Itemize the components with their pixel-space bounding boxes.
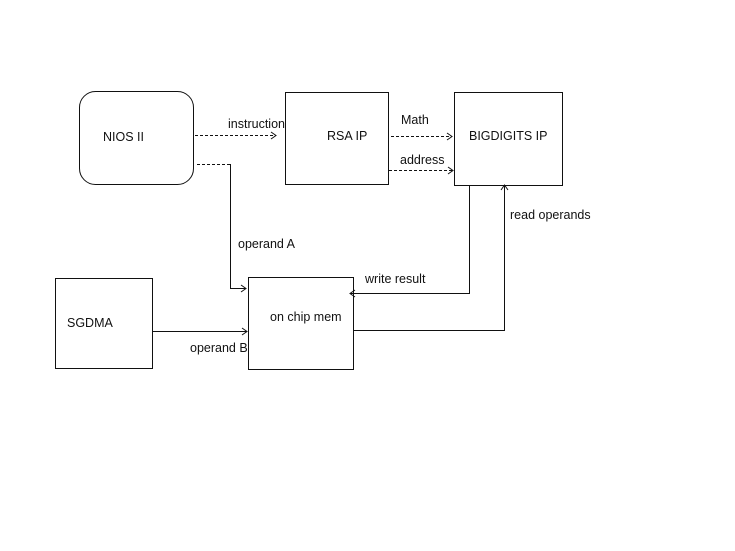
onchip-label: on chip mem: [270, 310, 342, 324]
sgdma-block: SGDMA: [55, 278, 153, 369]
rsa-label: RSA IP: [327, 129, 367, 143]
instruction-label: instruction: [228, 117, 285, 131]
operand-b-arrow: operand B: [152, 327, 248, 355]
sgdma-label: SGDMA: [67, 316, 114, 330]
operand-a-label: operand A: [238, 237, 296, 251]
operand-b-label: operand B: [190, 341, 248, 355]
instruction-arrow: instruction: [195, 117, 285, 140]
operand-a-arrow: operand A: [197, 164, 296, 293]
address-arrow: address: [389, 153, 454, 175]
math-arrow: Math: [391, 113, 453, 141]
bigdigits-label: BIGDIGITS IP: [469, 129, 548, 143]
rsa-block: RSA IP: [285, 92, 389, 185]
read-operands-label: read operands: [510, 208, 591, 222]
bigdigits-block: BIGDIGITS IP: [454, 92, 563, 186]
nios-label: NIOS II: [103, 130, 144, 144]
nios-block: NIOS II: [79, 91, 194, 185]
math-label: Math: [401, 113, 429, 127]
read-operands-arrow: read operands: [353, 184, 591, 331]
onchip-mem-block: on chip mem: [248, 277, 354, 370]
write-result-arrow: write result: [349, 185, 470, 298]
address-label: address: [400, 153, 444, 167]
write-result-label: write result: [364, 272, 426, 286]
